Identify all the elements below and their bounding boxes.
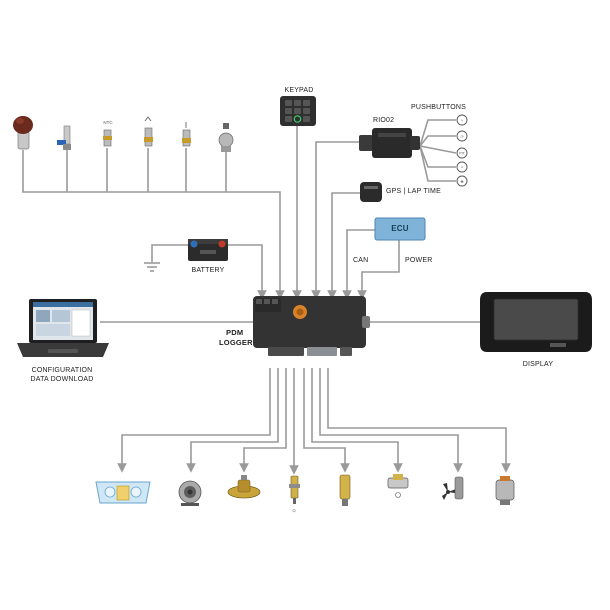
power-label: POWER <box>405 257 433 264</box>
svg-text:◉: ◉ <box>460 180 464 184</box>
ecu-label: ECU <box>391 224 409 233</box>
ground-icon <box>144 262 160 272</box>
valve-icon <box>387 474 409 498</box>
light-icon <box>95 481 151 504</box>
sensor-icon <box>182 122 191 147</box>
battery <box>188 239 228 261</box>
button-icon <box>456 114 468 126</box>
gps-module <box>360 182 382 202</box>
keypad <box>280 96 316 126</box>
gps-label: GPS | LAP TIME <box>386 188 441 195</box>
pushbuttons-label: PUSHBUTTONS <box>411 104 466 111</box>
pdm-label-line2: LOGGER <box>219 338 253 347</box>
solenoid-icon <box>339 474 351 506</box>
sensor-icon <box>218 123 234 152</box>
button-icon <box>456 161 468 173</box>
svg-text:◷: ◷ <box>460 135 464 139</box>
starter-motor-icon <box>495 476 515 505</box>
laptop-icon <box>17 299 109 357</box>
button-icon <box>456 175 468 187</box>
wires <box>22 119 511 475</box>
svg-text:⊙: ⊙ <box>292 508 296 513</box>
svg-text:≡: ≡ <box>461 166 463 170</box>
sensor-icon <box>144 116 153 147</box>
pdm-logger-unit <box>253 296 370 356</box>
pdm-label-line1: PDM <box>226 328 244 337</box>
rio02-module <box>359 128 420 158</box>
valve-sensor-icon <box>57 125 71 150</box>
button-icon <box>456 147 468 159</box>
ecu-box <box>374 217 426 241</box>
data-download-label: DATA DOWNLOAD <box>30 376 94 383</box>
display-icon <box>480 292 592 352</box>
svg-text:∿: ∿ <box>461 119 464 123</box>
svg-text:PIT: PIT <box>459 152 465 156</box>
sensor-icon: NTC <box>103 120 113 147</box>
rio02-label: RIO02 <box>373 117 395 124</box>
display-label: DISPLAY <box>522 361 554 368</box>
sensor-cap-icon <box>13 116 33 150</box>
fuel-pump-icon <box>227 475 261 499</box>
svg-text:NTC: NTC <box>103 120 113 125</box>
horn-icon <box>178 480 202 506</box>
battery-label: BATTERY <box>191 267 225 274</box>
configuration-label: CONFIGURATION <box>31 367 93 374</box>
injector-icon <box>289 475 300 504</box>
fan-icon <box>442 476 464 500</box>
can-label: CAN <box>353 257 369 264</box>
pushbuttons <box>456 114 468 187</box>
keypad-label: KEYPAD <box>284 87 314 94</box>
button-icon <box>456 130 468 142</box>
